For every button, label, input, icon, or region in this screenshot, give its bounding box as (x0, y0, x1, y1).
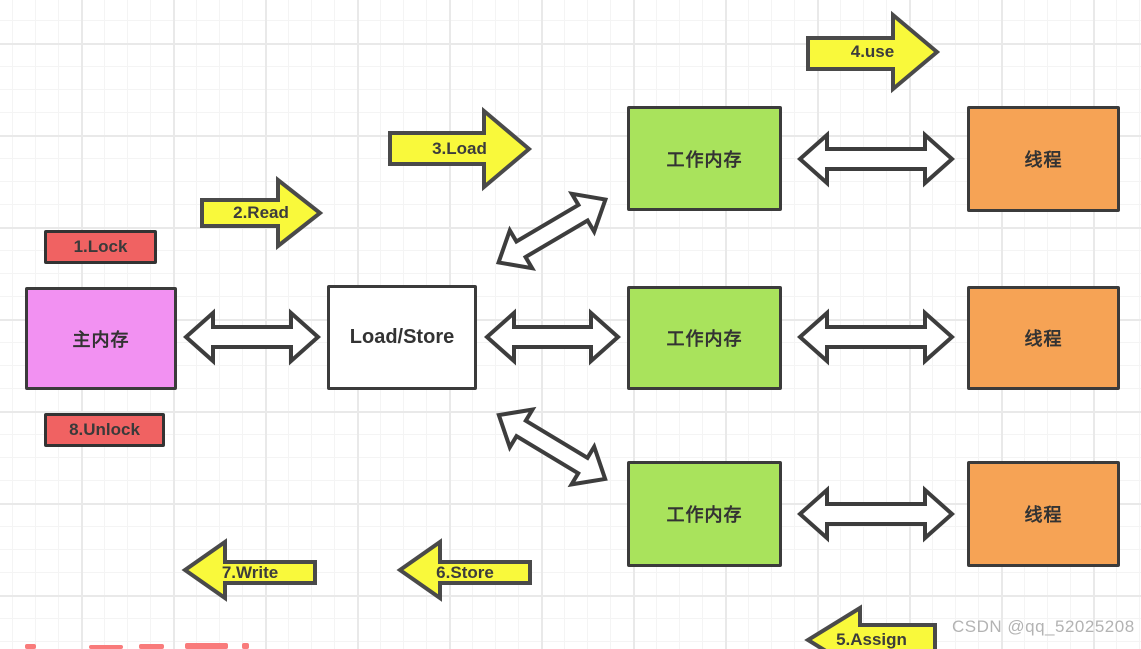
right-arrow-shape-icon (200, 175, 324, 251)
right-arrow-shape-icon (806, 10, 941, 94)
node-main-memory-label: 主内存 (72, 329, 130, 350)
node-working-memory-3-label: 工作内存 (666, 505, 743, 525)
node-thread-3-label: 线程 (1024, 505, 1063, 525)
step-tag-lock: 1.Lock (44, 230, 157, 264)
step-arrow-use: 4.use (806, 10, 941, 94)
step-arrow-use-label: 4.use (850, 42, 895, 61)
step-tag-lock-label: 1.Lock (73, 237, 128, 256)
node-thread-3: 线程 (967, 461, 1120, 567)
left-arrow-shape-icon (804, 604, 937, 649)
step-arrow-read-label: 2.Read (233, 203, 289, 222)
node-working-memory-1-label: 工作内存 (666, 149, 743, 170)
step-arrow-write: 7.Write (181, 538, 317, 602)
node-working-memory-3: 工作内存 (627, 461, 782, 567)
clipped-red-text-fragment (242, 643, 249, 649)
node-main-memory: 主内存 (25, 287, 177, 390)
clipped-red-text-fragment (25, 644, 36, 649)
clipped-red-text-fragment (139, 644, 164, 649)
node-thread-1: 线程 (967, 106, 1120, 212)
node-working-memory-2-label: 工作内存 (666, 329, 743, 349)
node-working-memory-2: 工作内存 (627, 286, 782, 390)
step-arrow-load: 3.Load (388, 106, 533, 192)
double-arrow-diagonal-down (496, 406, 608, 488)
double-arrow-loadstore-wm2 (483, 308, 622, 366)
step-arrow-write-label: 7.Write (221, 563, 279, 582)
step-arrow-store-label: 6.Store (436, 563, 494, 582)
step-arrow-store: 6.Store (396, 538, 532, 602)
step-arrow-assign-label: 5.Assign (836, 630, 907, 649)
left-arrow-shape-icon (181, 538, 317, 602)
step-arrow-load-label: 3.Load (432, 139, 487, 158)
step-arrow-read: 2.Read (200, 175, 324, 251)
clipped-red-text-fragment (89, 645, 123, 649)
step-tag-unlock-label: 8.Unlock (69, 420, 140, 439)
watermark: CSDN @qq_52025208 (952, 617, 1135, 636)
double-arrow-wm1-thread1 (796, 130, 956, 188)
double-arrow-wm2-thread2 (796, 308, 956, 366)
right-arrow-shape-icon (388, 106, 533, 192)
double-arrow-diagonal-up (495, 191, 609, 271)
clipped-red-text-fragment (185, 643, 228, 649)
left-arrow-shape-icon (396, 538, 532, 602)
double-arrow-mainmem-loadstore (182, 308, 322, 366)
step-tag-unlock: 8.Unlock (44, 413, 165, 447)
node-working-memory-1: 工作内存 (627, 106, 782, 211)
step-arrow-assign: 5.Assign (804, 603, 937, 649)
node-load-store: Load/Store (327, 285, 477, 390)
node-thread-2-label: 线程 (1024, 329, 1063, 349)
node-load-store-label: Load/Store (349, 326, 455, 348)
node-thread-2: 线程 (967, 286, 1120, 390)
double-arrow-wm3-thread3 (796, 485, 956, 543)
node-thread-1-label: 线程 (1024, 150, 1063, 170)
